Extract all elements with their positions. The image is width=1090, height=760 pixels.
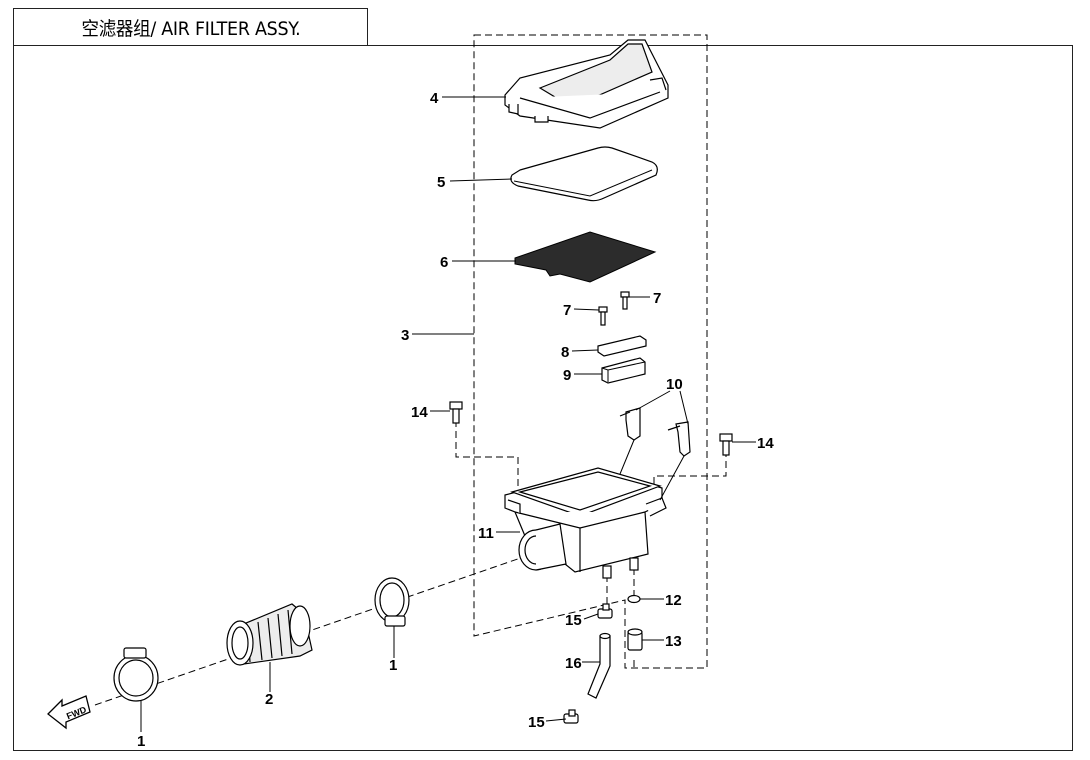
leader-10b (619, 439, 685, 501)
band-clamp-1-left (113, 647, 159, 702)
hose-clamp-15-bottom (563, 709, 579, 724)
callout-3: 3 (401, 327, 409, 344)
drain-guide (606, 568, 635, 606)
callout-7-right: 7 (653, 290, 661, 307)
o-ring (627, 594, 641, 604)
foam-pad (510, 146, 658, 202)
leader-8 (571, 349, 599, 352)
intake-duct (226, 603, 313, 666)
filter-element (514, 231, 657, 283)
filter-cover (504, 39, 669, 129)
callout-15-bottom: 15 (528, 714, 545, 731)
bolt-14-right (719, 433, 733, 456)
callout-11: 11 (478, 525, 494, 542)
leader-15b (545, 718, 567, 722)
callout-2: 2 (265, 691, 273, 708)
hose-clamp-15-top (597, 603, 613, 619)
drawing-frame (13, 45, 1073, 751)
callout-6: 6 (440, 254, 448, 271)
title-box: 空滤器组/ AIR FILTER ASSY. (13, 8, 368, 46)
callout-12: 12 (665, 592, 682, 609)
callout-14-right: 14 (757, 435, 774, 452)
bolt-14-left-guide (455, 420, 519, 497)
callout-7-left: 7 (563, 302, 571, 319)
band-clamp-1-right (374, 577, 410, 627)
fwd-arrow: FWD (47, 695, 91, 730)
callout-1-right: 1 (389, 657, 397, 674)
leader-15a (583, 613, 599, 620)
drain-plug (627, 628, 643, 651)
bolt-14-left (449, 401, 463, 424)
retainer-bracket (597, 335, 647, 357)
callout-14-left: 14 (411, 404, 428, 421)
screw-7-left (598, 306, 608, 326)
clip-10-right (667, 421, 691, 457)
callout-13: 13 (665, 633, 682, 650)
screw-7-right (620, 291, 630, 310)
assembly-boundary (473, 34, 708, 669)
callout-5: 5 (437, 174, 445, 191)
page-title: 空滤器组/ AIR FILTER ASSY. (81, 17, 300, 40)
callout-8: 8 (561, 344, 569, 361)
callout-15-top: 15 (565, 612, 582, 629)
centerline (94, 552, 536, 706)
leader-5 (449, 178, 513, 182)
callout-9: 9 (563, 367, 571, 384)
callout-1-left: 1 (137, 733, 145, 750)
clip-10-left (619, 407, 641, 441)
bolt-14-right-guide (653, 450, 727, 498)
leader-7a (573, 308, 600, 311)
leader-10 (635, 390, 689, 425)
callout-16: 16 (565, 655, 582, 672)
drain-hose (587, 635, 611, 699)
air-box (504, 467, 667, 579)
callout-4: 4 (430, 90, 439, 107)
callout-10: 10 (666, 376, 683, 393)
